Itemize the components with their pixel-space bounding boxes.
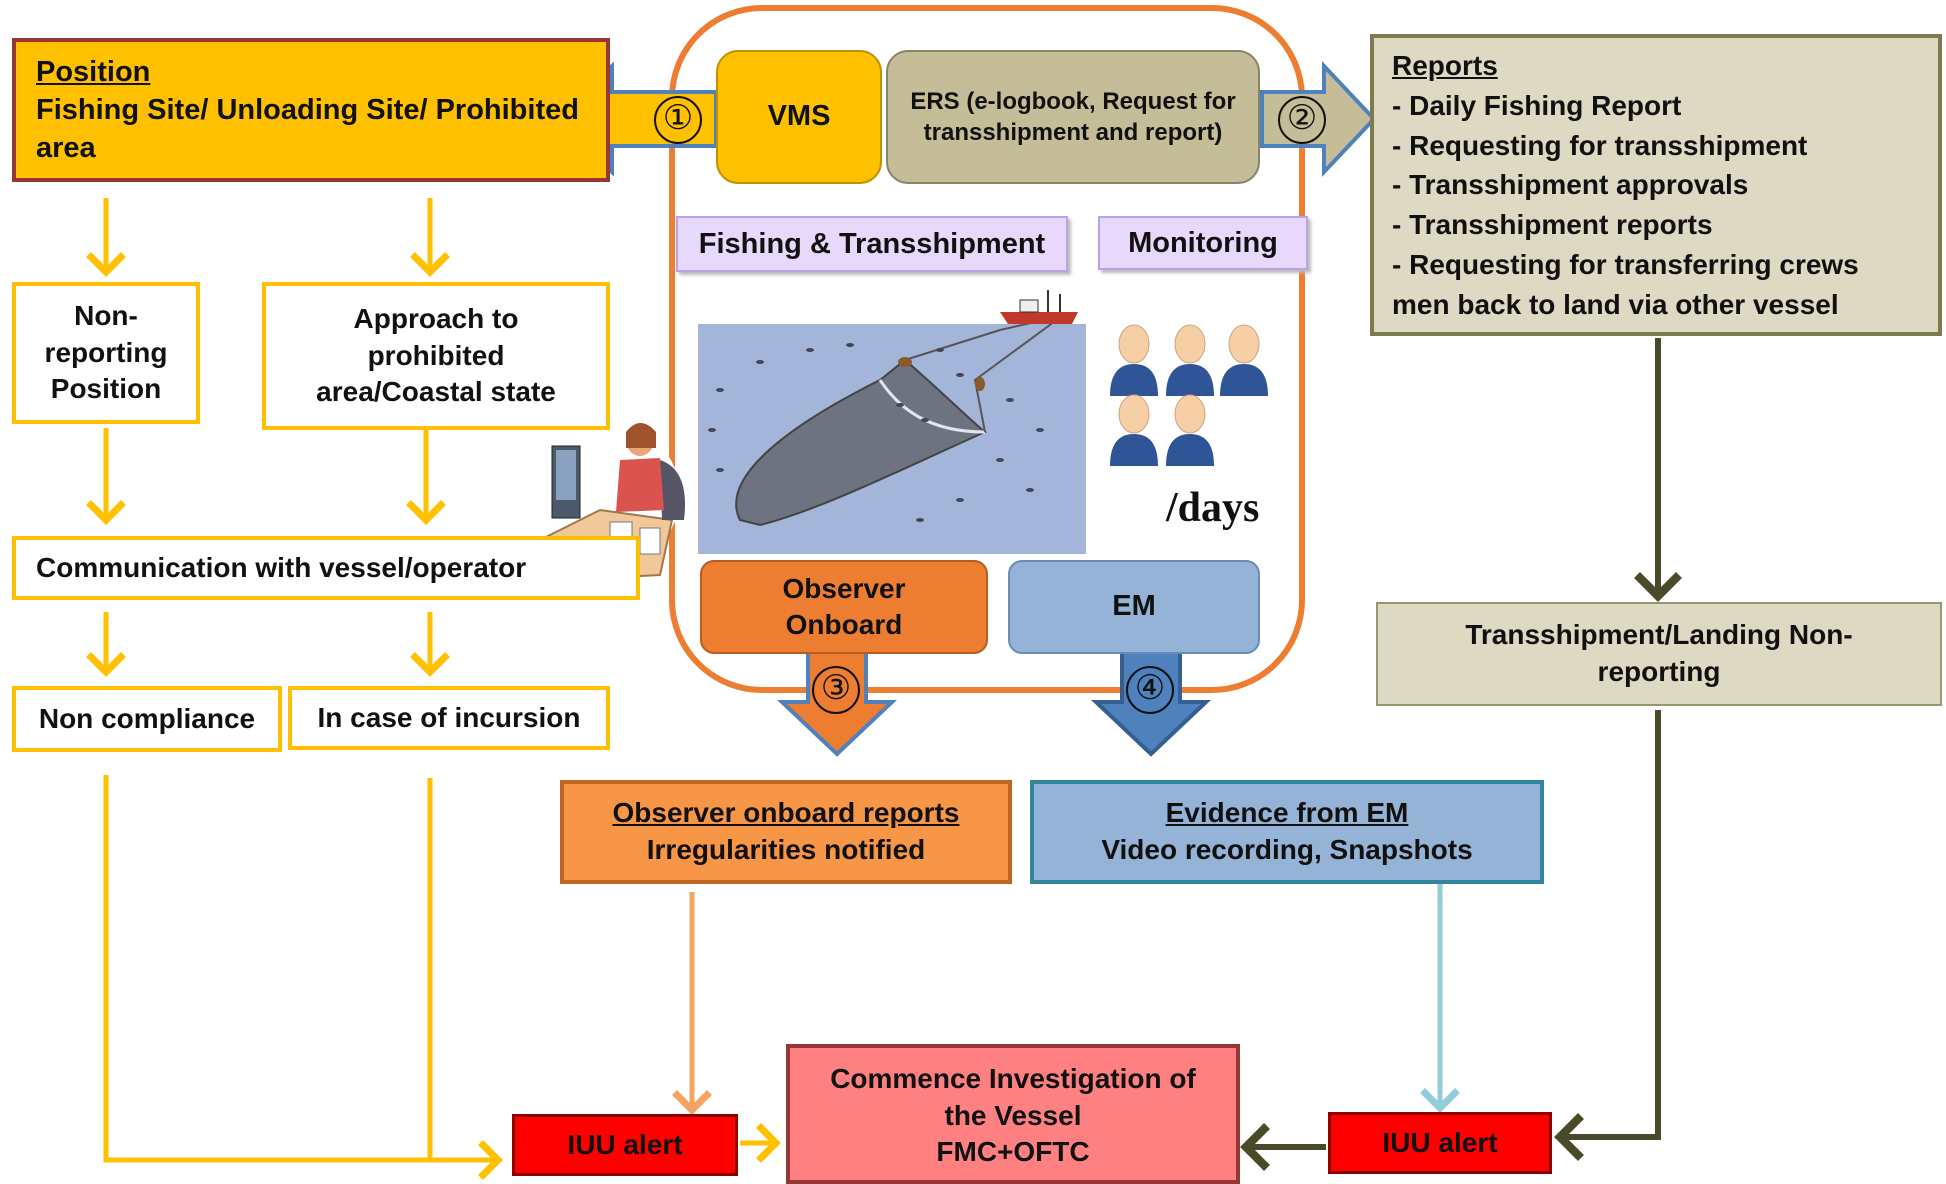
fishing-transshipment-tag: Fishing & Transshipment: [676, 216, 1068, 272]
transshipment-nonreporting-label: Transshipment/Landing Non-reporting: [1465, 619, 1853, 687]
non-reporting-box: Non-reporting Position: [12, 282, 200, 424]
position-title: Position: [36, 55, 151, 88]
report-item: - Requesting for transshipment: [1392, 129, 1808, 161]
number-2-icon: ②: [1278, 96, 1326, 144]
number-3-label: ③: [820, 668, 852, 708]
iuu-alert-right-label: IUU alert: [1382, 1126, 1498, 1158]
reports-title: Reports: [1392, 50, 1498, 81]
non-compliance-box: Non compliance: [12, 686, 282, 752]
position-box: Position Fishing Site/ Unloading Site/ P…: [12, 38, 610, 182]
position-body: Fishing Site/ Unloading Site/ Prohibited…: [36, 93, 579, 165]
report-item: - Daily Fishing Report: [1392, 89, 1682, 121]
report-item: - Requesting for transferring crews men …: [1392, 248, 1859, 320]
transshipment-nonreporting-box: Transshipment/Landing Non-reporting: [1376, 602, 1942, 706]
central-frame: [669, 5, 1305, 693]
non-reporting-label: Non-reporting Position: [44, 299, 168, 405]
reports-box: Reports - Daily Fishing Report - Request…: [1370, 34, 1942, 336]
number-1-label: ①: [662, 98, 694, 138]
em-evidence-box: Evidence from EM Video recording, Snapsh…: [1030, 780, 1544, 884]
incursion-box: In case of incursion: [288, 686, 610, 750]
iuu-alert-right: IUU alert: [1328, 1112, 1552, 1174]
monitoring-label: Monitoring: [1128, 226, 1278, 259]
number-4-label: ④: [1134, 668, 1166, 708]
number-4-icon: ④: [1126, 666, 1174, 714]
number-1-icon: ①: [654, 96, 702, 144]
people-icon: [1110, 324, 1268, 466]
number-2-label: ②: [1286, 98, 1318, 138]
investigation-line1: Commence Investigation of the Vessel: [830, 1062, 1196, 1131]
em-evidence-body: Video recording, Snapshots: [1101, 834, 1473, 865]
iuu-alert-left: IUU alert: [512, 1114, 738, 1176]
ers-box: ERS (e-logbook, Request for transshipmen…: [886, 50, 1260, 184]
report-item: - Transshipment reports: [1392, 209, 1713, 240]
iuu-alert-left-label: IUU alert: [567, 1128, 683, 1160]
em-evidence-title: Evidence from EM: [1165, 797, 1409, 829]
em-label: EM: [1112, 590, 1156, 623]
investigation-line2: FMC+OFTC: [936, 1136, 1090, 1168]
observer-reports-box: Observer onboard reports Irregularities …: [560, 780, 1012, 884]
fishing-transshipment-label: Fishing & Transshipment: [698, 227, 1046, 260]
observer-reports-title: Observer onboard reports: [612, 797, 960, 829]
observer-onboard-box: Observer Onboard: [700, 560, 988, 654]
days-label: /days: [1166, 485, 1260, 531]
report-item: - Transshipment approvals: [1392, 169, 1749, 201]
incursion-label: In case of incursion: [317, 701, 581, 733]
approach-box: Approach to prohibited area/Coastal stat…: [262, 282, 610, 430]
number-3-icon: ③: [812, 666, 860, 714]
em-box: EM: [1008, 560, 1260, 654]
communication-box: Communication with vessel/operator: [12, 536, 640, 600]
communication-label: Communication with vessel/operator: [36, 551, 527, 583]
vms-label: VMS: [767, 100, 831, 133]
monitoring-tag: Monitoring: [1098, 216, 1308, 270]
ers-label: ERS (e-logbook, Request for transshipmen…: [910, 87, 1236, 146]
vms-box: VMS: [716, 50, 882, 184]
non-compliance-label: Non compliance: [38, 702, 256, 734]
approach-label: Approach to prohibited area/Coastal stat…: [316, 302, 556, 408]
observer-onboard-label: Observer Onboard: [782, 572, 906, 640]
investigation-box: Commence Investigation of the Vessel FMC…: [786, 1044, 1240, 1184]
trawl-net-illustration: [698, 290, 1086, 554]
observer-reports-body: Irregularities notified: [646, 834, 926, 865]
